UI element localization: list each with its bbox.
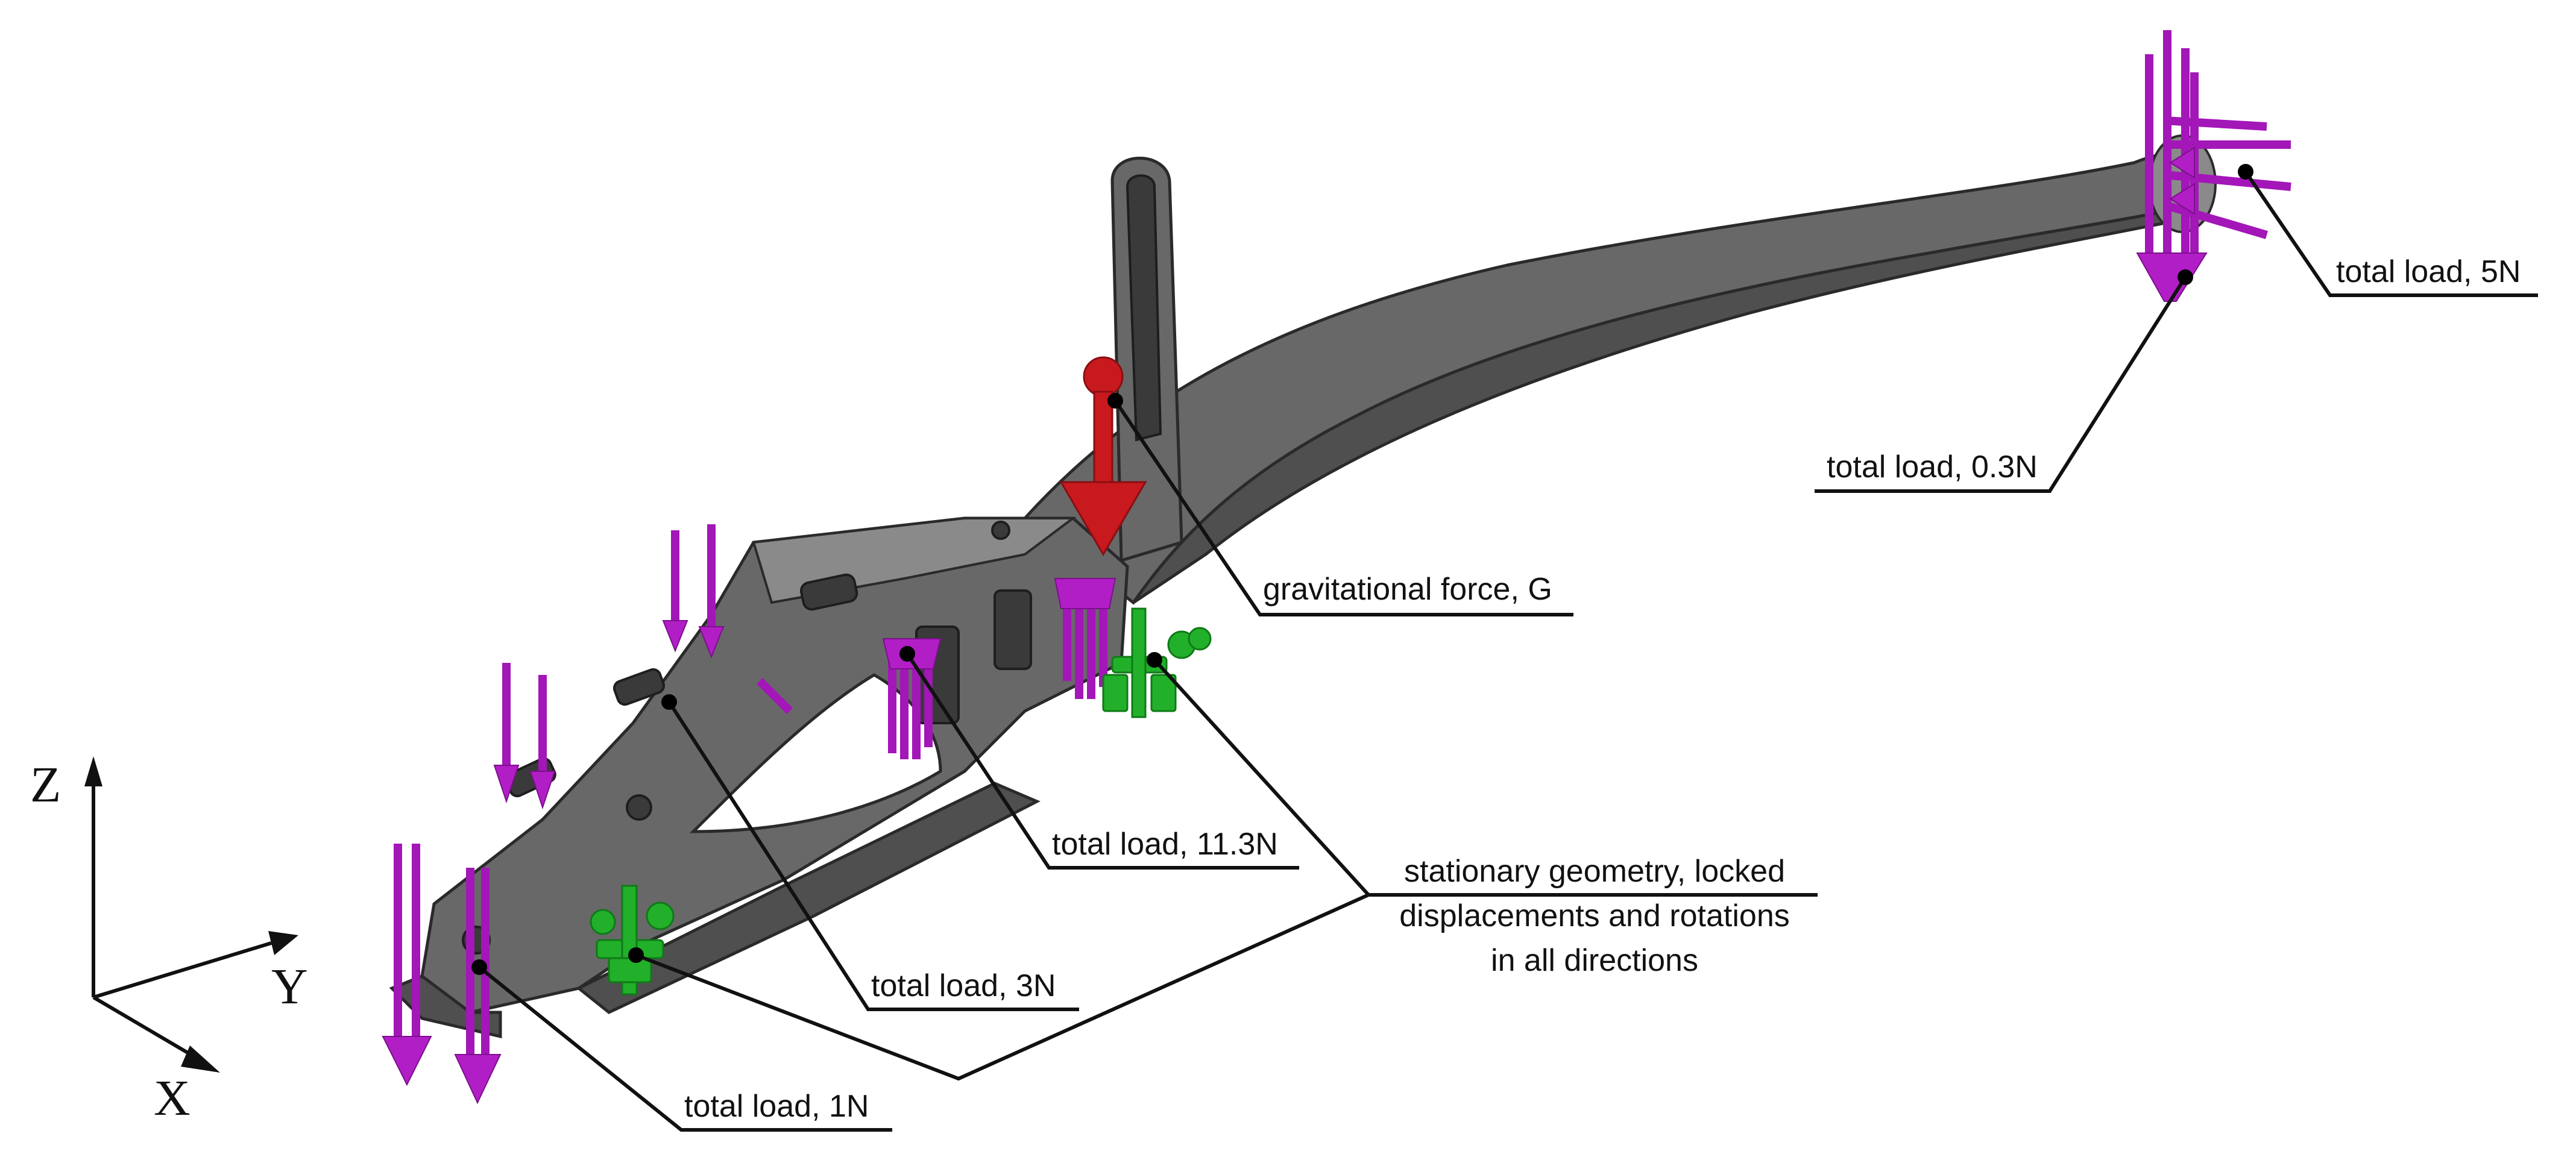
- x-axis-label: X: [154, 1070, 191, 1126]
- vertical-tab-slot: [1126, 174, 1162, 442]
- label-total-load-5n: total load, 5N: [2336, 254, 2521, 289]
- load-arrows-3n: [493, 524, 793, 810]
- x-axis-line: [92, 995, 197, 1059]
- gravity-head: [1059, 481, 1147, 556]
- label-stationary-line-3: in all directions: [1491, 943, 1698, 978]
- fixed-supports: [590, 607, 1212, 995]
- y-axis-label: Y: [271, 959, 308, 1015]
- coordinate-axes: Z Y X: [30, 756, 308, 1126]
- load-arrows-tip: [2136, 30, 2291, 302]
- gravity-arrow: [1059, 356, 1147, 556]
- mount-pad-5: [994, 589, 1032, 670]
- label-total-load-0-3n: total load, 0.3N: [1827, 450, 2038, 484]
- load-arrows-center: [882, 578, 1116, 759]
- y-axis-line: [93, 941, 272, 999]
- mount-pad-1: [800, 573, 858, 611]
- fixed-support-upper: [1102, 607, 1212, 718]
- label-total-load-3n: total load, 3N: [871, 968, 1056, 1003]
- label-gravitational-force: gravitational force, G: [1263, 572, 1552, 607]
- label-stationary-line-2: displacements and rotations: [1399, 898, 1790, 933]
- z-axis-label: Z: [30, 757, 61, 813]
- load-arrows-1n: [382, 844, 502, 1105]
- frame-boom-shade: [1132, 202, 2196, 604]
- label-stationary-line-1: stationary geometry, locked: [1404, 854, 1785, 889]
- label-total-load-11-3n: total load, 11.3N: [1052, 827, 1278, 862]
- mount-hole-1: [626, 794, 652, 821]
- gravity-shaft: [1093, 390, 1113, 489]
- fixed-support-lower: [590, 885, 675, 995]
- load-arrows: [382, 30, 2291, 1105]
- gravity-ball: [1083, 356, 1124, 397]
- frame-lower-rail: [576, 782, 1041, 1014]
- annotation-labels: gravitational force, G total load, 5N to…: [684, 254, 2521, 1124]
- leader-lines: [471, 164, 2538, 1132]
- frame-part: [389, 134, 2217, 1039]
- mount-hole-3: [991, 521, 1010, 540]
- y-axis-arrowhead: [268, 931, 298, 955]
- label-total-load-1n: total load, 1N: [684, 1089, 869, 1124]
- x-axis-arrowhead: [181, 1046, 220, 1073]
- z-axis-arrowhead: [84, 756, 102, 786]
- mount-pad-2: [613, 668, 666, 706]
